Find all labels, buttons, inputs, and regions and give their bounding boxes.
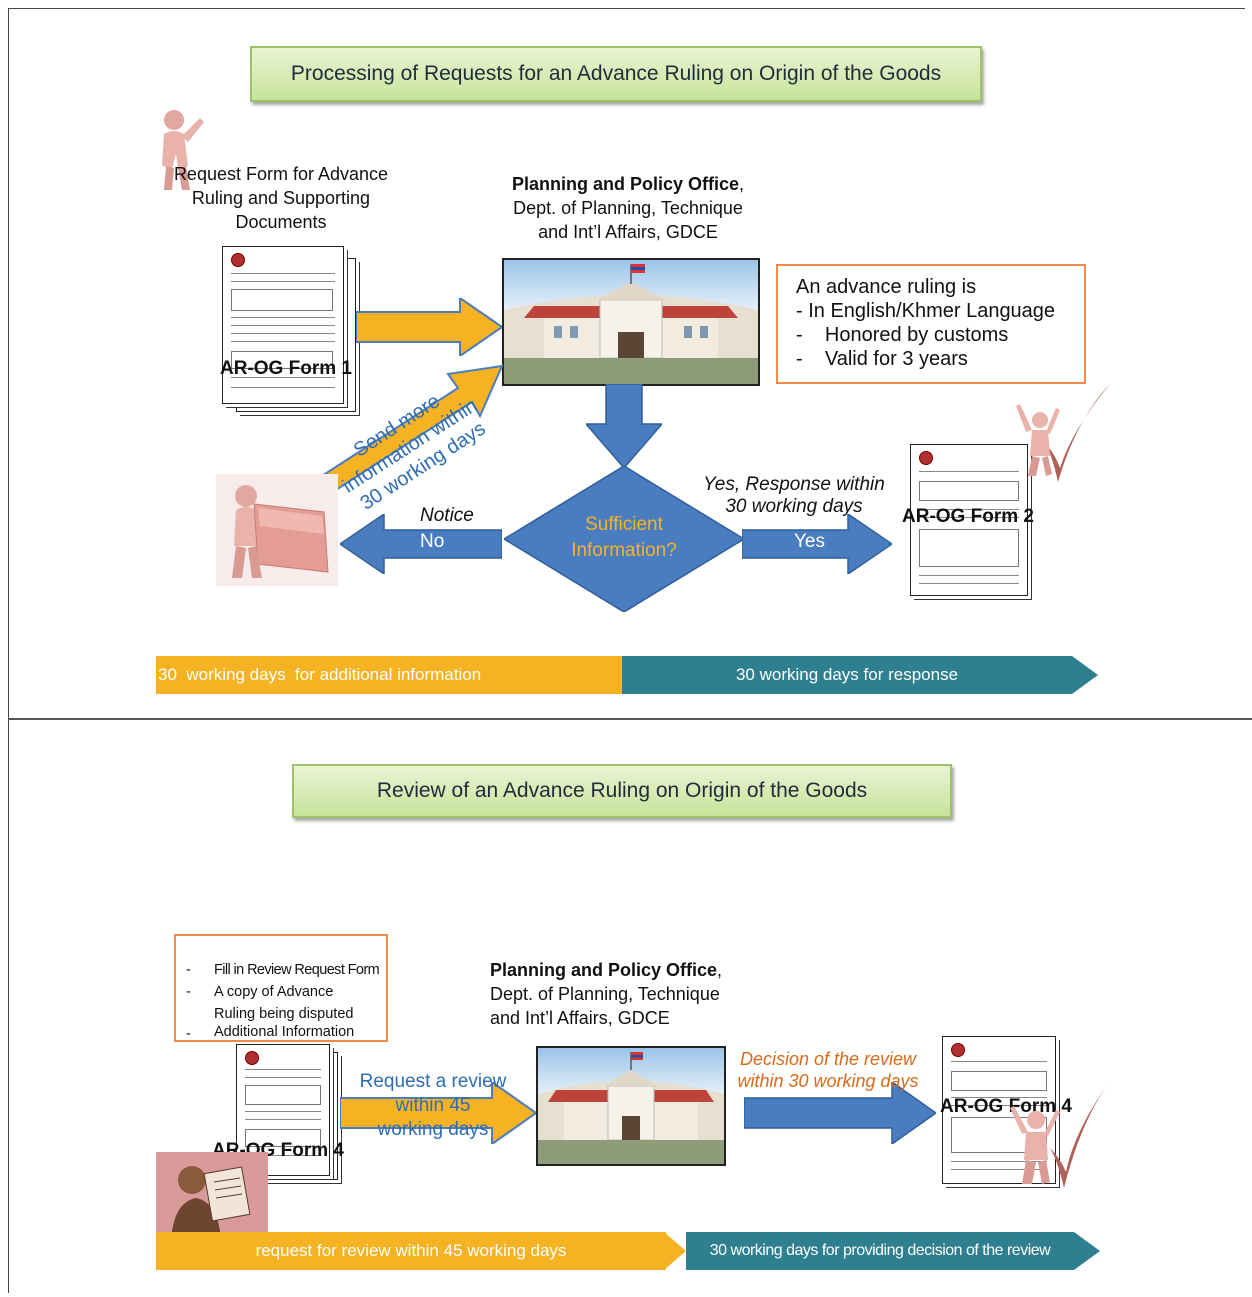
folder-person-illustration (216, 474, 338, 586)
decision-diamond (504, 466, 744, 612)
bottom-timeline-left-label: request for review within 45 working day… (255, 1241, 567, 1260)
callout-item-1: - In English/Khmer Language (796, 300, 1056, 322)
checklist-item-2b: Ruling being disputed (214, 1006, 354, 1022)
notice-label: Notice (420, 505, 474, 526)
form2-label: AR-OG Form 2 (902, 506, 1034, 527)
request-form-label: Request Form for Advance Ruling and Supp… (173, 164, 389, 232)
top-timeline-left-label: 30 working days for additional informati… (158, 665, 482, 684)
top-office-block: Planning and Policy Office, Dept. of Pla… (478, 172, 778, 244)
top-timeline-right-tip (1072, 656, 1098, 694)
request-review-line1: Request a review (359, 1071, 507, 1092)
reading-person-illustration (156, 1152, 268, 1232)
decision-line1: Sufficient (585, 514, 663, 535)
bottom-timeline-right-tip (1074, 1232, 1100, 1270)
checkmark-figure-icon (1016, 384, 1110, 482)
checkmark-figure-icon-bottom (1010, 1084, 1108, 1188)
checklist-bullet-3: - (186, 1026, 191, 1042)
checklist-item-1: Fill in Review Request Form (214, 962, 380, 978)
yes-response-line1: Yes, Response within (703, 474, 885, 495)
checklist-item-2a: A copy of Advance (214, 984, 334, 1000)
bottom-timeline-right-label: 30 working days for providing decision o… (709, 1242, 1051, 1259)
top-office-line2: Dept. of Planning, Technique (513, 198, 743, 218)
yes-arrow (742, 514, 892, 574)
person-figure-icon (162, 110, 204, 190)
callout-item-2: - Honored by customs (796, 324, 1009, 346)
callout-item-3: - Valid for 3 years (796, 348, 968, 370)
top-timeline-left: 30 working days for additional informati… (156, 656, 622, 694)
checklist-bullet-2: - (186, 984, 191, 1000)
bottom-office-comma: , (717, 960, 723, 980)
bottom-timeline-right: 30 working days for providing decision o… (686, 1232, 1074, 1270)
checklist-item-3: Additional Information (214, 1024, 355, 1040)
office-building-photo (502, 258, 760, 386)
down-arrow (586, 384, 662, 468)
yes-response-line2: 30 working days (725, 496, 863, 517)
checklist-bullet-1: - (186, 962, 191, 978)
bottom-office-line3: and Int’l Affairs, GDCE (490, 1008, 670, 1028)
form1-label: AR-OG Form 1 (220, 358, 352, 379)
request-review-text: Request a review within 45 working days (340, 1070, 526, 1142)
top-timeline-chevron (600, 656, 622, 694)
form2-document (910, 444, 1028, 596)
bottom-office-name: Planning and Policy Office (490, 960, 718, 980)
decision-text: Sufficient Information? (544, 512, 704, 564)
bottom-title-box: Review of an Advance Ruling on Origin of… (292, 764, 952, 818)
section-divider (8, 718, 1252, 720)
yes-response-text: Yes, Response within 30 working days (688, 474, 900, 518)
bottom-office-line2: Dept. of Planning, Technique (490, 984, 720, 1004)
review-checklist-callout: - Fill in Review Request Form - A copy o… (174, 934, 388, 1042)
advance-ruling-callout: An advance ruling is - In English/Khmer … (776, 264, 1086, 384)
submit-arrow (356, 298, 502, 356)
form1-document (222, 246, 344, 404)
yes-label: Yes (794, 531, 825, 552)
decision-review-line2: within 30 working days (737, 1071, 919, 1091)
request-review-line2: within 45 (395, 1095, 471, 1116)
request-review-arrow (340, 1082, 536, 1144)
top-office-name: Planning and Policy Office (511, 174, 740, 194)
top-title-box: Processing of Requests for an Advance Ru… (250, 46, 982, 102)
page-frame (8, 8, 1245, 1293)
top-office-line3: and Int’l Affairs, GDCE (538, 222, 718, 242)
bottom-title: Review of an Advance Ruling on Origin of… (376, 779, 868, 802)
decision-line2: Information? (571, 540, 677, 561)
form4-left-document (236, 1044, 330, 1176)
no-label: No (420, 531, 445, 552)
top-office-comma: , (739, 174, 745, 194)
callout-heading: An advance ruling is (796, 276, 977, 298)
bottom-timeline-chevron (664, 1232, 686, 1270)
request-review-line3: working days (377, 1119, 489, 1140)
office-building-photo-bottom (536, 1046, 726, 1166)
bottom-office-block: Planning and Policy Office, Dept. of Pla… (490, 958, 780, 1030)
decision-arrow (744, 1082, 936, 1144)
top-title: Processing of Requests for an Advance Ru… (290, 62, 942, 85)
decision-review-text: Decision of the review within 30 working… (724, 1048, 932, 1092)
top-timeline-notch (622, 656, 644, 694)
decision-review-line1: Decision of the review (739, 1049, 917, 1069)
top-timeline-right: 30 working days for response (622, 656, 1072, 694)
top-timeline-right-label: 30 working days for response (735, 665, 959, 684)
no-arrow (340, 514, 502, 574)
bottom-timeline-left: request for review within 45 working day… (156, 1232, 666, 1270)
